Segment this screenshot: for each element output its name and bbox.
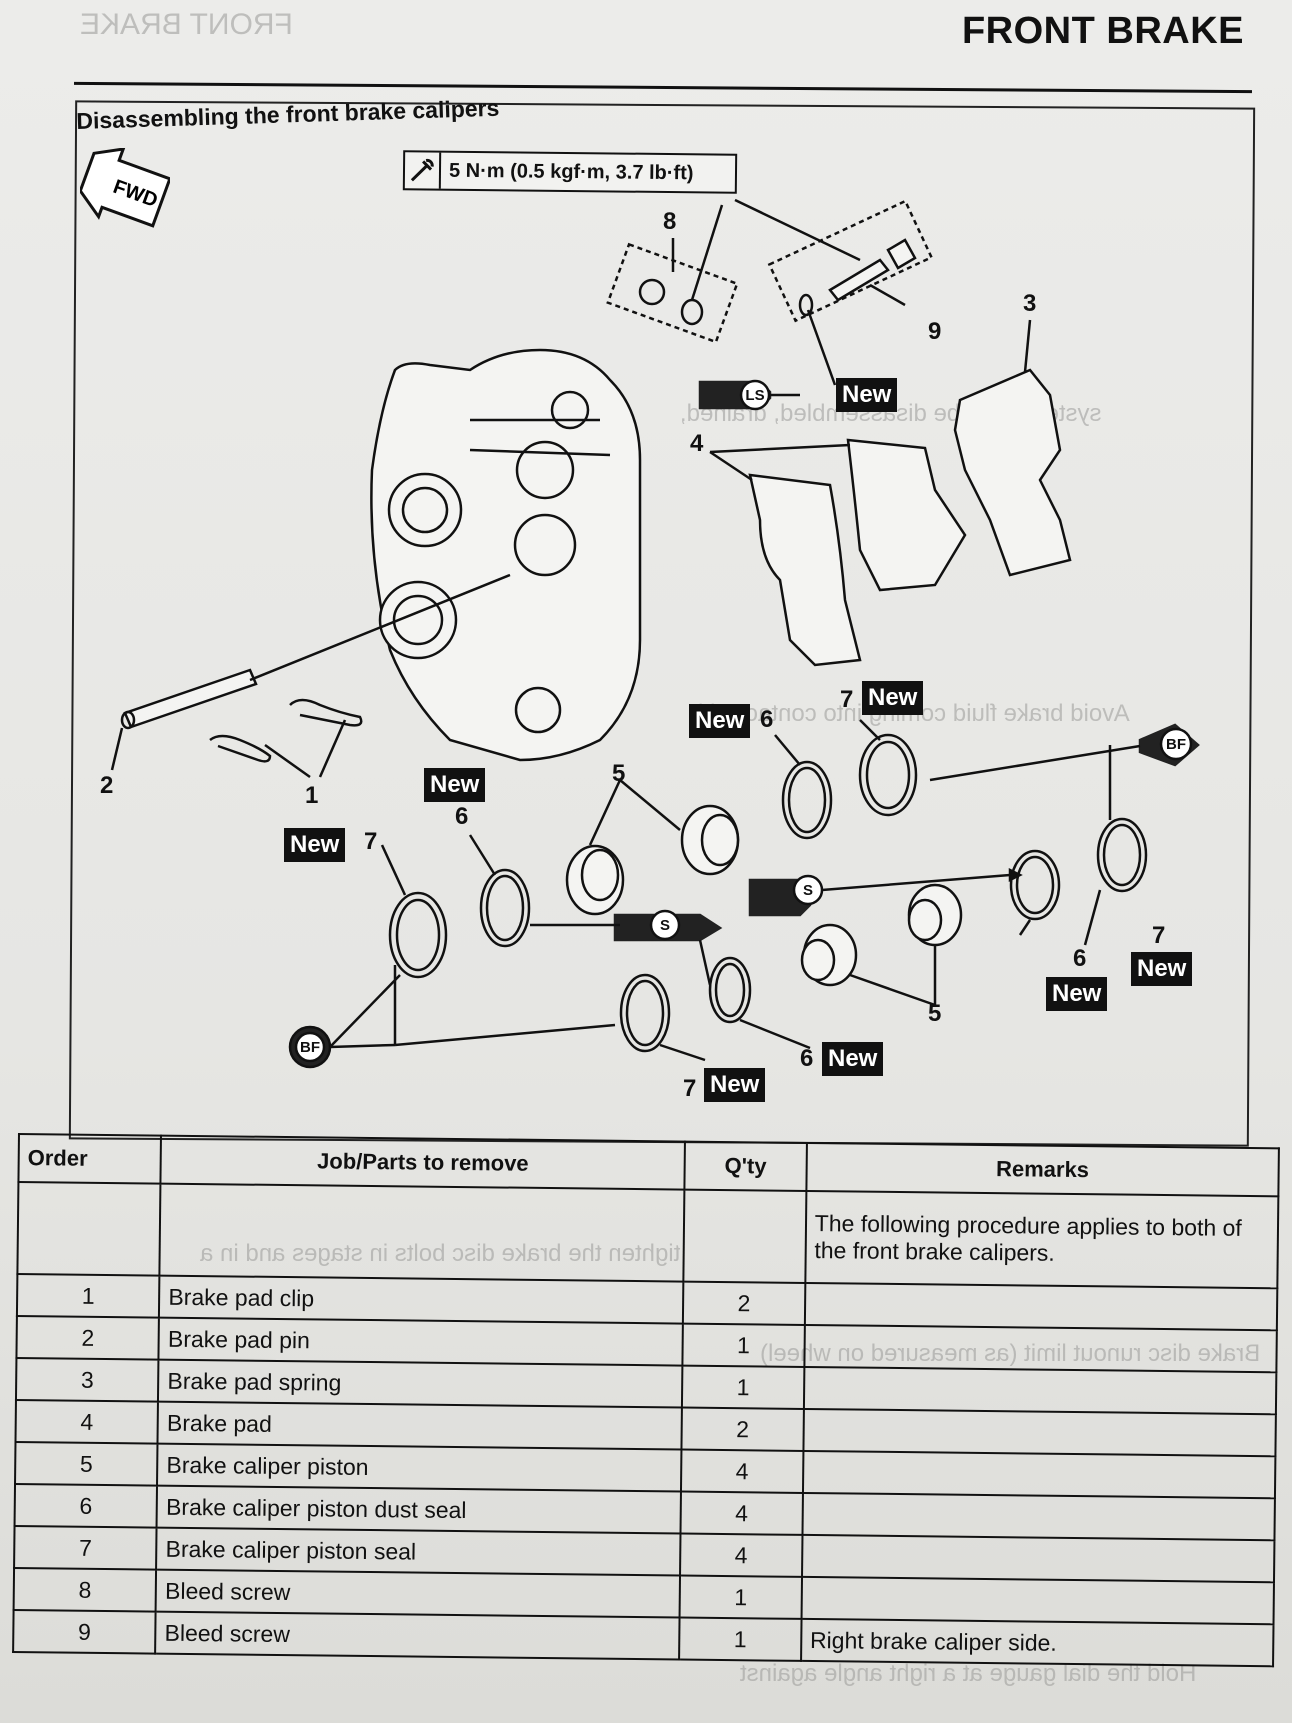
piston-dust-seal [708,956,752,1024]
new-part-tag: New [689,704,751,738]
callout-1: 1 [305,782,319,809]
brake-caliper-piston [680,804,740,876]
piston-seal [858,733,918,817]
col-order: Order [18,1134,162,1184]
col-qty: Q'ty [684,1141,807,1191]
new-part-tag: New [1131,952,1193,986]
brake-pad-spring [953,368,1072,577]
col-remarks: Remarks [806,1142,1279,1197]
s-grease-icon [530,909,723,986]
caliper-exploded-diagram: LS S S BF BF [110,198,1200,1069]
torque-wrench-icon [404,152,442,189]
page-title: FRONT BRAKE [961,10,1244,52]
brake-pad-clip [289,698,363,727]
caliper-body [370,348,642,762]
s-grease-icon [748,867,1023,917]
brake-caliper-piston [800,923,858,987]
s-label: S [803,882,813,899]
brake-caliper-piston [565,844,625,916]
brake-pad [748,473,862,667]
callout-5: 5 [612,760,626,787]
table-intro-row: The following procedure applies to both … [17,1182,1279,1289]
callout-7: 7 [840,686,854,713]
piston-seal [388,891,448,979]
new-part-tag: New [836,378,898,412]
new-part-tag: New [284,828,346,862]
callout-6: 6 [455,803,469,830]
callout-7: 7 [1152,922,1166,949]
bleed-screw-box [606,242,739,344]
bf-label: BF [1166,736,1186,753]
piston-seal [619,973,671,1053]
new-part-tag: New [704,1068,766,1102]
s-label: S [660,917,670,934]
new-part-tag: New [822,1042,884,1076]
torque-spec: 5 N·m (0.5 kgf·m, 3.7 lb·ft) [402,150,738,194]
ls-grease-icon [698,379,800,411]
new-part-tag: New [424,768,486,802]
new-part-tag: New [862,681,924,715]
piston-dust-seal [479,868,531,948]
piston-dust-seal [1009,849,1061,921]
new-part-tag: New [1046,977,1108,1011]
brake-pad [846,438,967,592]
intro-remark: The following procedure applies to both … [805,1190,1279,1289]
bf-fluid-icon [288,965,616,1069]
bf-fluid-icon [929,723,1200,820]
col-job: Job/Parts to remove [160,1135,686,1190]
piston-dust-seal [781,760,833,840]
fwd-arrow-icon: FWD [80,148,170,228]
piston-seal [1096,817,1148,893]
callout-9: 9 [928,318,942,345]
callout-7: 7 [364,828,378,855]
ls-label: LS [745,387,764,404]
callout-6: 6 [760,706,774,733]
brake-caliper-piston [907,883,963,947]
callout-6: 6 [800,1045,814,1072]
callout-4: 4 [690,430,704,457]
brake-pad-pin [120,668,258,730]
bleed-screw-box [767,199,934,323]
bf-label: BF [300,1039,320,1056]
callout-2: 2 [100,772,114,799]
callout-6: 6 [1073,945,1087,972]
parts-table: Order Job/Parts to remove Q'ty Remarks T… [12,1133,1279,1667]
callout-8: 8 [663,208,677,235]
callout-5: 5 [928,1000,942,1027]
brake-pad-clip [209,734,272,763]
callout-7: 7 [683,1075,697,1102]
callout-3: 3 [1023,290,1037,317]
